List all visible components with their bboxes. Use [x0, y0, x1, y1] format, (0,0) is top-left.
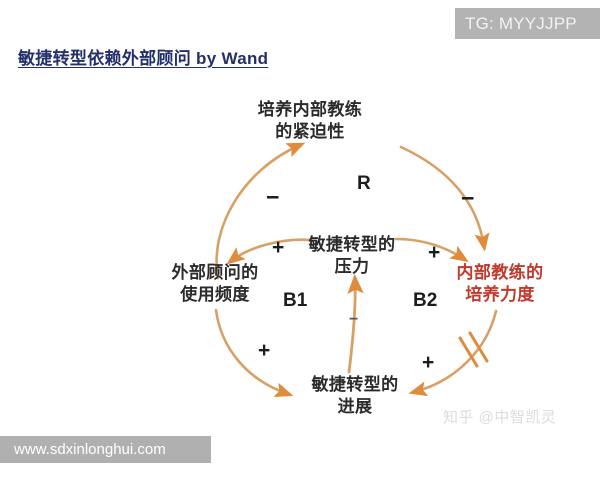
node-transformation-pressure: 敏捷转型的 压力: [309, 234, 396, 278]
node-transformation-progress: 敏捷转型的 进展: [312, 374, 399, 418]
link-pressure-to-coach-development: [394, 237, 469, 263]
polarity-urgency-to-coach-development: −: [461, 185, 475, 211]
link-coach-development-to-progress: [408, 309, 498, 397]
node-consultant-usage-line2: 使用频度: [180, 284, 250, 304]
polarity-progress-to-pressure: −: [349, 311, 359, 328]
polarity-pressure-to-coach-development: +: [428, 241, 441, 264]
url-watermark: www.sdxinlonghui.com: [0, 436, 211, 463]
polarity-usage-to-urgency: −: [266, 184, 280, 210]
link-pressure-to-usage: [226, 238, 313, 265]
node-internal-coach-development: 内部教练的 培养力度: [457, 262, 544, 306]
page-title: 敏捷转型依赖外部顾问 by Wand: [18, 49, 269, 68]
node-transformation-progress-line1: 敏捷转型的: [311, 375, 399, 394]
link-urgency-to-coach-development: [399, 145, 490, 252]
node-internal-coach-development-line2: 培养力度: [465, 284, 535, 304]
node-transformation-progress-line2: 进展: [337, 396, 373, 416]
node-consultant-usage-line1: 外部顾问的: [171, 263, 259, 282]
node-transformation-pressure-line1: 敏捷转型的: [308, 235, 396, 254]
node-internal-coach-development-line1: 内部教练的: [456, 263, 544, 282]
link-usage-to-progress: [214, 308, 294, 398]
node-urgency-line1: 培养内部教练: [257, 100, 363, 119]
node-urgency-line2: 的紧迫性: [275, 121, 345, 141]
link-progress-to-pressure: [347, 273, 364, 374]
polarity-pressure-to-usage: +: [272, 236, 285, 259]
polarity-coach-development-to-progress: +: [422, 351, 435, 374]
loop-label-b1: B1: [283, 290, 308, 311]
node-urgency: 培养内部教练 的紧迫性: [258, 99, 362, 143]
zhihu-watermark: 知乎 @中智凯灵: [443, 409, 557, 426]
loop-label-r: R: [357, 173, 371, 194]
tg-watermark: TG: MYYJJPP: [455, 8, 600, 39]
polarity-usage-to-progress: +: [258, 339, 271, 362]
delay-mark-icon: [458, 331, 489, 368]
node-transformation-pressure-line2: 压力: [334, 256, 370, 276]
loop-label-b2: B2: [413, 290, 438, 311]
node-consultant-usage: 外部顾问的 使用频度: [172, 262, 259, 306]
link-usage-to-urgency: [215, 142, 306, 280]
